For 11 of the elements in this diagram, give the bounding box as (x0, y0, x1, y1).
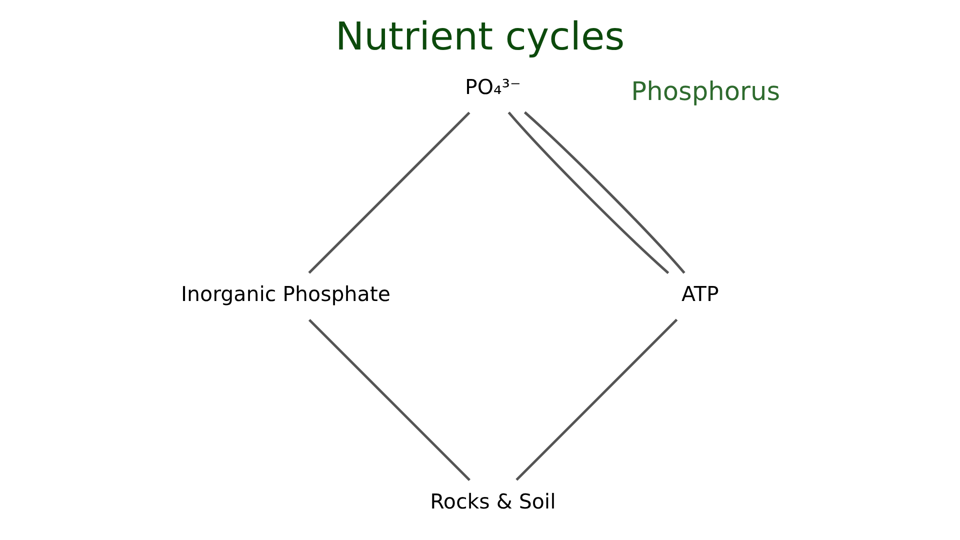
diagram-title: Nutrient cycles (335, 14, 625, 60)
node-text: Rocks & Soil (430, 489, 556, 514)
node-text: Inorganic Phosphate (180, 282, 390, 306)
label: Phosphorus (631, 77, 780, 108)
connector (524, 111, 686, 274)
node-text: PO₄³⁻ (465, 74, 521, 99)
connector (508, 112, 670, 274)
connector (516, 318, 678, 481)
connector (308, 318, 470, 482)
node-text: ATP (681, 282, 719, 306)
connector (308, 112, 470, 274)
